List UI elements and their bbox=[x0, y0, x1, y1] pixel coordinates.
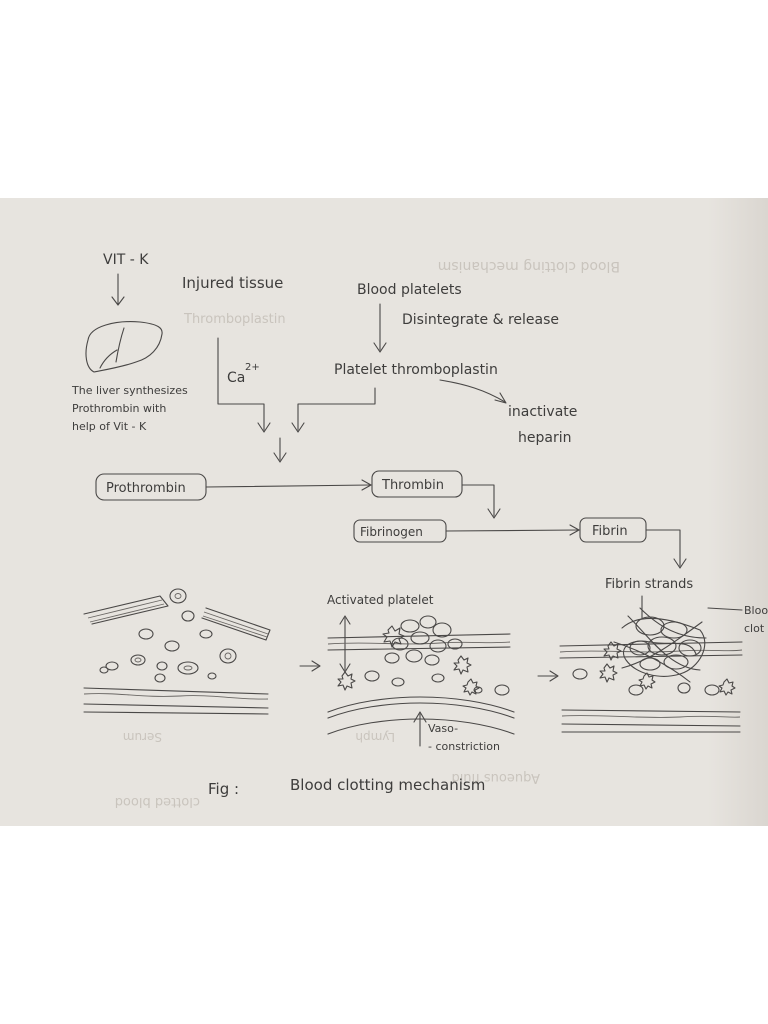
red-blood-cell-icon bbox=[99, 588, 237, 683]
bleed-through-t3: Serum bbox=[123, 730, 162, 744]
arrow-icon bbox=[413, 711, 427, 747]
injured-tissue-label: Injured tissue bbox=[182, 274, 283, 292]
fibrin-box: Fibrin bbox=[579, 517, 647, 543]
arrow-icon bbox=[537, 670, 559, 682]
stage-2-platelet-plug: Activated platelet bbox=[327, 593, 515, 753]
arrow-icon bbox=[339, 615, 351, 673]
inactivate-label: inactivate bbox=[508, 404, 577, 420]
page-shadow bbox=[708, 198, 768, 826]
stage-3-blood-clot: Fibrin strands Blood clot bbox=[559, 577, 768, 733]
liver-note-line-1: The liver synthesizes bbox=[71, 384, 188, 397]
thrombin-label: Thrombin bbox=[381, 478, 444, 493]
fibrin-label: Fibrin bbox=[592, 524, 628, 539]
blood-platelets-label: Blood platelets bbox=[357, 282, 462, 298]
calcium-label: Ca bbox=[227, 370, 245, 386]
prothrombin-label: Prothrombin bbox=[106, 481, 186, 496]
red-blood-cell-icon bbox=[572, 668, 720, 696]
blood-vessel-icon bbox=[83, 595, 271, 715]
figure-caption: Blood clotting mechanism bbox=[290, 776, 485, 794]
vasoconstriction-label-line-1: Vaso- bbox=[428, 722, 458, 735]
blood-clot-label-line-1: Blood bbox=[744, 604, 768, 617]
arrow-icon bbox=[299, 660, 321, 672]
calcium-symbol: Ca bbox=[227, 370, 245, 386]
stage-1-injured-vessel bbox=[83, 588, 271, 715]
arrow-icon bbox=[373, 303, 387, 353]
bleed-through-t5: Aqueous fluid bbox=[451, 770, 540, 785]
platelet-icon bbox=[337, 615, 480, 696]
vasoconstriction-label-line-2: - constriction bbox=[428, 740, 500, 753]
vit-k-label: VIT - K bbox=[103, 252, 149, 268]
arrow-icon bbox=[445, 524, 580, 536]
notebook-page: Blood clotting mechanism Thromboplastin … bbox=[0, 198, 768, 826]
thrombin-box: Thrombin bbox=[371, 470, 463, 498]
converging-arrows bbox=[217, 337, 376, 463]
bleed-through-t4: Lymph bbox=[355, 730, 395, 744]
bleed-through-text: Blood clotting mechanism Thromboplastin … bbox=[115, 258, 620, 809]
fibrin-strands-label: Fibrin strands bbox=[605, 577, 693, 592]
arrow-icon bbox=[461, 484, 501, 519]
liver-note-line-2: Prothrombin with bbox=[72, 402, 166, 415]
heparin-label: heparin bbox=[518, 430, 571, 446]
blood-vessel-icon bbox=[327, 633, 515, 735]
bleed-through-t1: Blood clotting mechanism bbox=[438, 258, 620, 274]
red-blood-cell-icon bbox=[364, 670, 510, 696]
disintegrate-release-label: Disintegrate & release bbox=[402, 312, 559, 328]
bleed-through-t6: clotted blood bbox=[115, 794, 200, 809]
activated-platelet-label: Activated platelet bbox=[327, 593, 434, 607]
liver-note-line-3: help of Vit - K bbox=[72, 420, 147, 433]
arrow-icon bbox=[645, 529, 687, 569]
fibrinogen-label: Fibrinogen bbox=[360, 525, 423, 539]
liver-icon bbox=[85, 321, 163, 373]
prothrombin-box: Prothrombin bbox=[95, 473, 207, 501]
platelet-thromboplastin-label: Platelet thromboplastin bbox=[334, 362, 498, 378]
arrow-icon bbox=[111, 273, 125, 306]
calcium-charge: 2+ bbox=[245, 362, 260, 373]
arrow-icon bbox=[205, 479, 372, 491]
fibrinogen-box: Fibrinogen bbox=[353, 519, 447, 543]
blood-clot-label-line-2: clot bbox=[744, 622, 765, 635]
arrow-icon bbox=[439, 379, 507, 404]
fibrin-mesh-icon bbox=[599, 607, 736, 696]
bleed-through-t2: Thromboplastin bbox=[183, 312, 286, 327]
figure-prefix: Fig : bbox=[208, 780, 239, 798]
blood-clotting-diagram: Blood clotting mechanism Thromboplastin … bbox=[71, 252, 768, 809]
